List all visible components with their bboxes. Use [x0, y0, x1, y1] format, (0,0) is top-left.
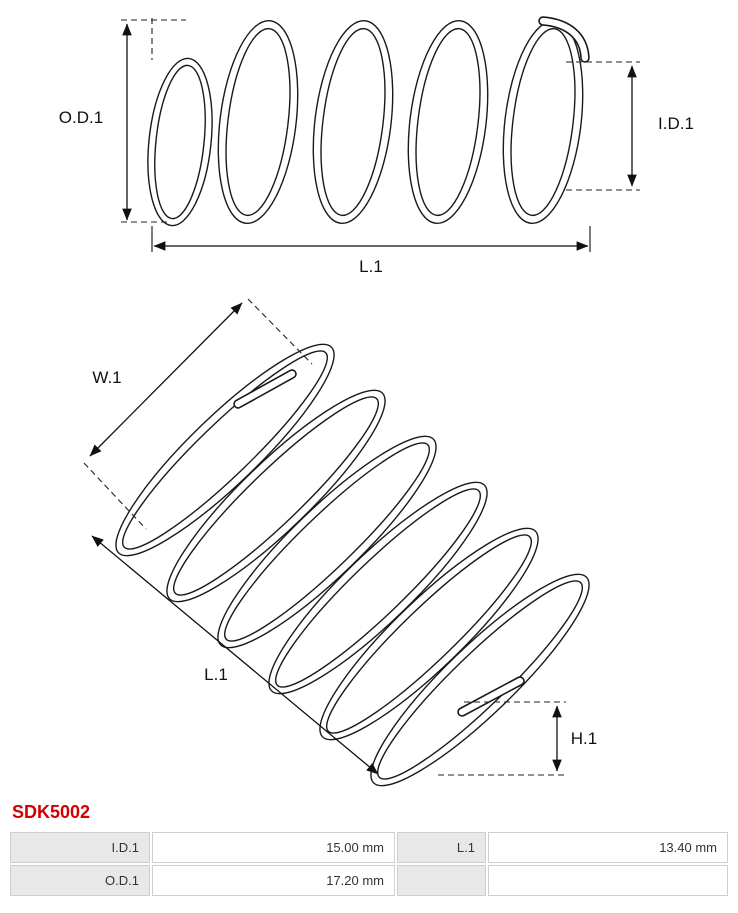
spring-coil	[370, 573, 590, 787]
spring-coil	[217, 19, 299, 225]
spring-wire-end	[234, 370, 296, 408]
dimension-line	[89, 302, 243, 457]
spring-wire-end	[539, 17, 589, 62]
spec-row: I.D.1 15.00 mm L.1 13.40 mm	[10, 832, 728, 863]
spring-coil	[147, 57, 213, 227]
dimension-h1: H.1	[438, 701, 597, 776]
dimension-l1-iso: L.1	[91, 535, 379, 775]
spring-coil	[407, 19, 489, 225]
spec-label-cell: I.D.1	[10, 832, 150, 863]
spring-side-view	[147, 16, 590, 227]
spec-value-cell: 17.20 mm	[152, 865, 395, 896]
spec-row: O.D.1 17.20 mm	[10, 865, 728, 896]
spring-coil	[502, 19, 584, 225]
dim-label-h1: H.1	[571, 729, 597, 748]
spring-coil	[312, 19, 394, 225]
dimension-l1-top: L.1	[151, 226, 591, 276]
extension-line	[247, 298, 313, 365]
dimension-id1: I.D.1	[566, 61, 694, 191]
dimension-line	[91, 535, 379, 775]
dim-label-w1: W.1	[92, 368, 121, 387]
spring-coil	[166, 389, 386, 603]
spec-value-cell: 13.40 mm	[488, 832, 728, 863]
spec-value-cell	[488, 865, 728, 896]
dim-label-l1-iso: L.1	[204, 665, 228, 684]
spec-table: I.D.1 15.00 mm L.1 13.40 mm O.D.1 17.20 …	[8, 830, 730, 898]
spring-coil	[115, 343, 335, 557]
spring-coil	[319, 527, 539, 741]
extension-line	[83, 462, 147, 530]
spec-label-cell: L.1	[397, 832, 486, 863]
dim-label-od1: O.D.1	[59, 108, 103, 127]
spec-value-cell: 15.00 mm	[152, 832, 395, 863]
spec-label-cell	[397, 865, 486, 896]
dimension-w1: W.1	[83, 298, 313, 530]
dimension-od1: O.D.1	[59, 18, 186, 223]
spec-label-cell: O.D.1	[10, 865, 150, 896]
dim-label-id1: I.D.1	[658, 114, 694, 133]
spring-coil	[217, 435, 437, 649]
product-code: SDK5002	[12, 802, 91, 822]
spring-wire-end	[458, 677, 524, 716]
dim-label-l1-top: L.1	[359, 257, 383, 276]
spring-iso-view	[115, 343, 590, 787]
technical-drawing: O.D.1 I.D.1 L.1 W.1 L.1	[59, 16, 694, 787]
spring-coil	[268, 481, 488, 695]
